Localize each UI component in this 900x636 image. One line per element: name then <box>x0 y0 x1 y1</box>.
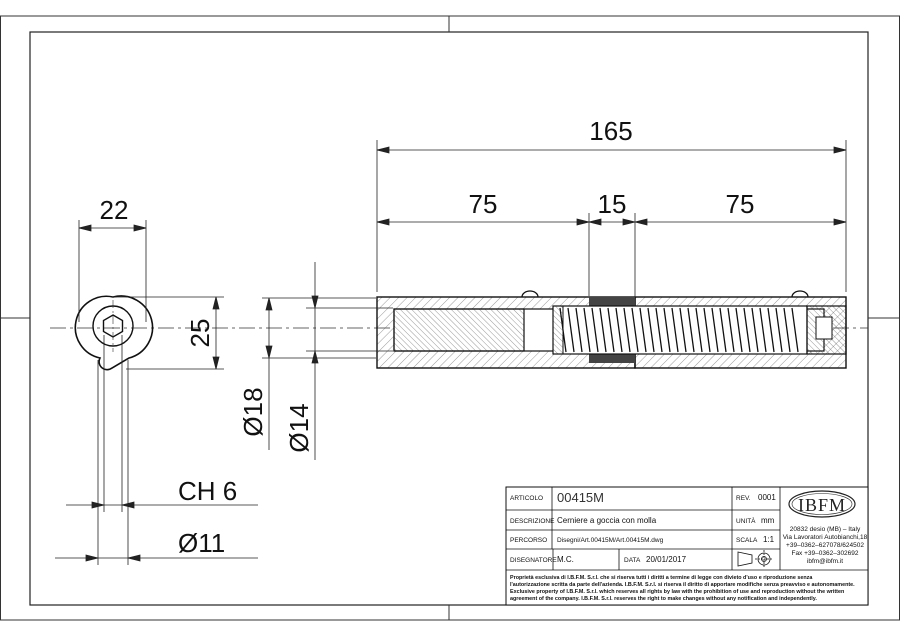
rev-value: 0001 <box>758 493 776 502</box>
address-line-2: Via Lavoratori Autobianchi,18 <box>783 534 868 541</box>
dim-diameter-14: Ø14 <box>284 403 314 452</box>
fax-number: Fax +39–0362–302692 <box>791 550 858 557</box>
hinge-knuckle-view <box>74 295 154 371</box>
notice-it-line-2: l'autorizzazione scritta da parte dell'a… <box>510 582 855 588</box>
unita-value: mm <box>761 516 775 525</box>
title-block: ARTICOLO 00415M REV. 0001 DESCRIZIONE Ce… <box>505 486 869 606</box>
rev-label: REV. <box>736 495 751 502</box>
disegnatore-label: DISEGNATORE <box>510 557 557 564</box>
company-logo: IBFM <box>788 490 856 518</box>
dim-diameter-11: Ø11 <box>178 528 225 558</box>
email-address: ibfm@ibfm.it <box>807 558 843 565</box>
dimension-lines <box>55 140 847 565</box>
articolo-value: 00415M <box>557 490 604 505</box>
notice-en-line-1: Exclusive property of I.B.F.M. S.r.l. wh… <box>510 589 844 595</box>
scala-label: SCALA <box>736 537 758 544</box>
dim-knuckle-width: 22 <box>100 195 129 225</box>
data-label: DATA <box>624 557 641 564</box>
dim-overall-length: 165 <box>589 116 632 146</box>
percorso-label: PERCORSO <box>510 537 547 544</box>
dim-left-section: 75 <box>469 189 498 219</box>
notice-en-line-2: agreement of the company. I.B.F.M. S.r.l… <box>510 596 817 602</box>
descrizione-value: Cerniere a goccia con molla <box>557 516 657 525</box>
articolo-label: ARTICOLO <box>510 495 543 502</box>
address-line-1: 20832 desio (MB) – Italy <box>790 526 861 533</box>
scala-value: 1:1 <box>763 535 775 544</box>
disegnatore-value: M.C. <box>557 555 574 564</box>
dim-knuckle-height: 25 <box>185 319 215 348</box>
phone-number: +39–0362–627078/624502 <box>786 542 864 549</box>
data-value: 20/01/2017 <box>646 555 687 564</box>
logo-text: IBFM <box>798 495 846 515</box>
dim-right-section: 75 <box>726 189 755 219</box>
dim-diameter-18: Ø18 <box>238 387 268 436</box>
dim-middle-section: 15 <box>598 189 627 219</box>
centering-marks <box>0 16 900 620</box>
percorso-value: Disegni/Art.00415M/Art.00415M.dwg <box>557 537 664 544</box>
dim-hex-key: CH 6 <box>178 476 237 506</box>
first-angle-projection-icon <box>737 550 773 568</box>
hinge-pin-section <box>376 290 847 369</box>
descrizione-label: DESCRIZIONE <box>510 518 555 525</box>
notice-it-line-1: Proprietà esclusiva di I.B.F.M. S.r.l. c… <box>510 575 813 581</box>
unita-label: UNITÀ <box>736 516 756 525</box>
